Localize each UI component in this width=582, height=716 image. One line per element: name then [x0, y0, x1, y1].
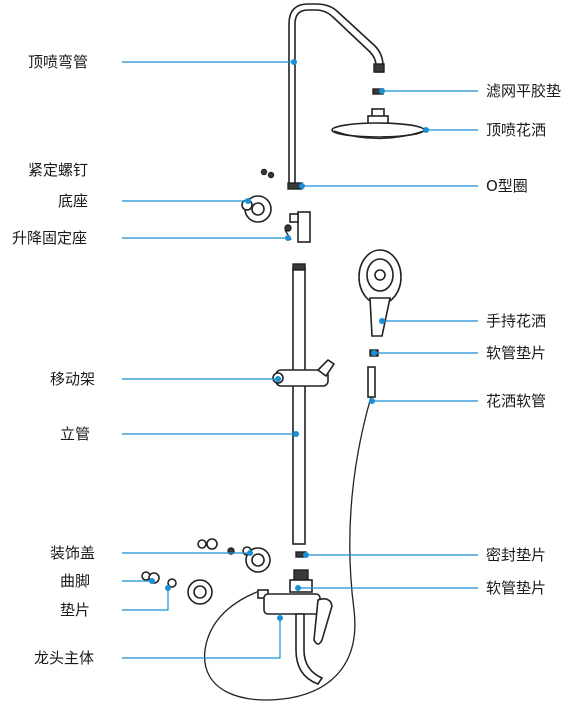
label-base: 底座 — [58, 192, 88, 210]
riser-pipe-part — [292, 263, 306, 545]
label-curved-leg: 曲脚 — [60, 572, 90, 590]
label-lift-fixing-seat: 升降固定座 — [12, 229, 87, 247]
curved-leg-part — [141, 571, 213, 605]
label-seal-gasket: 密封垫片 — [486, 546, 546, 564]
set-screw-part — [260, 168, 275, 179]
label-top-shower-arm: 顶喷弯管 — [28, 53, 88, 71]
shower-hose-part — [204, 366, 376, 701]
label-decorative-cover: 装饰盖 — [50, 544, 95, 562]
label-hand-shower: 手持花洒 — [486, 312, 546, 330]
label-hose-gasket-bottom: 软管垫片 — [486, 579, 546, 597]
label-sliding-holder: 移动架 — [50, 370, 95, 388]
leader-lines — [122, 59, 478, 659]
label-riser-pipe: 立管 — [60, 425, 90, 443]
label-o-ring: O型圈 — [486, 177, 528, 195]
label-top-shower-head: 顶喷花洒 — [486, 121, 546, 139]
label-gasket: 垫片 — [60, 601, 90, 619]
label-hose-gasket-top: 软管垫片 — [486, 344, 546, 362]
faucet-body-part — [257, 569, 333, 685]
hand-shower-part — [358, 249, 402, 337]
label-shower-hose: 花洒软管 — [486, 392, 546, 410]
label-filter-gasket: 滤网平胶垫 — [486, 82, 561, 100]
base-part — [241, 195, 272, 223]
top-shower-head — [331, 108, 425, 140]
label-faucet-body: 龙头主体 — [34, 649, 94, 667]
decorative-cover-part — [197, 538, 271, 573]
top-shower-arm — [288, 3, 385, 187]
label-set-screw: 紧定螺钉 — [28, 161, 88, 179]
lift-fixing-seat-part — [284, 211, 311, 243]
